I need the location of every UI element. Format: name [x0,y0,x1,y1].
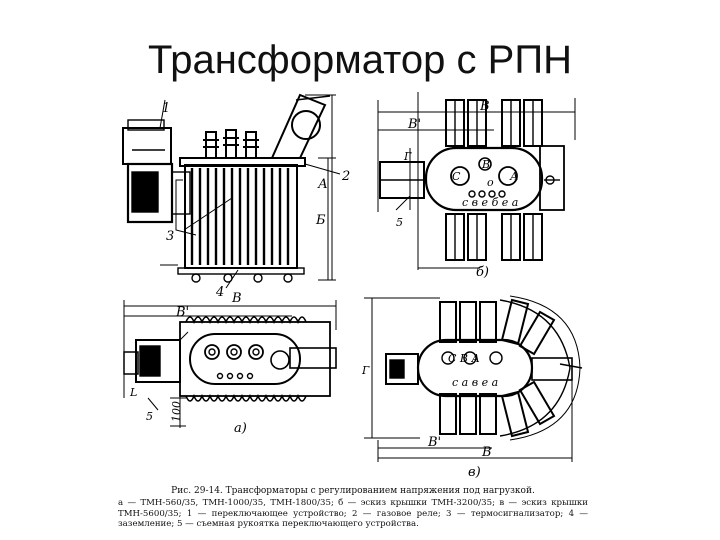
label-b-L: Г [403,150,412,163]
label-3: 3 [166,229,174,244]
label-B: Б [315,213,326,228]
label-A: А [317,177,328,192]
label-b-5: 5 [396,216,403,229]
label-a-dimB: В [231,291,242,306]
label-b-o: о [487,176,494,189]
figure-caption: Рис. 29-14. Трансформаторы с регулирован… [118,486,588,530]
caption-title: Рис. 29-14. Трансформаторы с регулирован… [171,486,535,496]
subfig-b: б) [476,265,489,280]
subfig-a: а) [234,421,247,436]
label-v-L: Г [361,364,370,377]
label-b-dimB: В [479,99,490,114]
label-a-100: 100 [170,401,183,422]
label-b-C: С [452,170,461,183]
label-1: 1 [162,101,170,116]
label-a-5: 5 [146,410,153,423]
lid-sketch-v [364,295,583,462]
plan-view-a [123,300,337,428]
label-v-CBA: С В А [448,352,480,365]
label-b-A: А [509,170,518,183]
label-4: 4 [215,285,224,300]
slide-title: Трансформатор с РПН [148,38,572,82]
label-v-dimBp: В' [427,435,441,450]
label-b-dimBp: В' [407,117,421,132]
side-view-a [122,93,341,289]
label-v-dimB: В [481,445,492,460]
label-a-L: L [129,386,137,399]
label-2: 2 [341,169,350,184]
lid-sketch-b [377,92,576,270]
caption-body: а — ТМН-560/35, ТМН-1000/35, ТМН-1800/35… [118,497,588,530]
label-b-B: В [481,158,490,171]
label-a-dimBp: В' [175,305,189,320]
label-b-row: с в е б е а [462,196,518,209]
label-v-row: с а в е а [452,376,498,389]
subfig-v: в) [468,465,481,480]
